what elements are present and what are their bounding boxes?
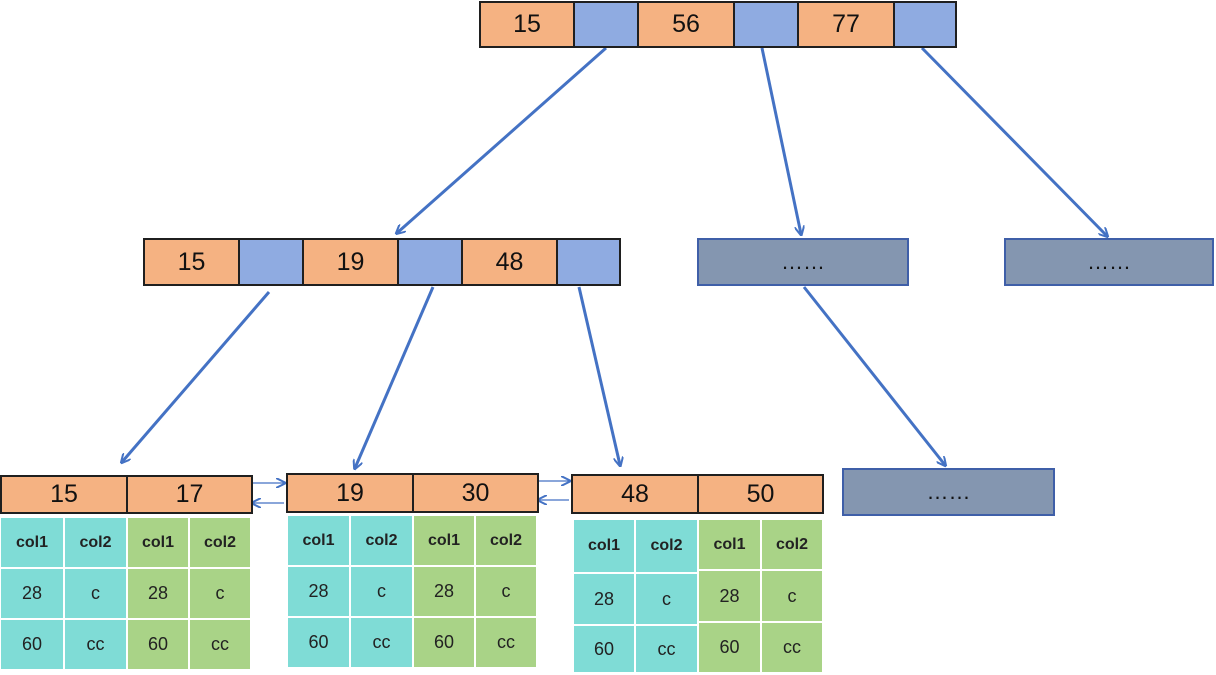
leaf1-row2-col1b: 60 xyxy=(127,619,189,670)
leaf2-key-2: 30 xyxy=(412,473,539,513)
leaf3-row2-col2a: cc xyxy=(635,625,698,673)
root-pointer-3 xyxy=(893,1,957,48)
leaf1-row1-col2b: c xyxy=(189,568,251,619)
leaf1-key-1: 15 xyxy=(0,475,128,514)
leaf2-row2-col2a: cc xyxy=(350,617,413,668)
root-key-3: 77 xyxy=(797,1,895,48)
leaf3-key-2: 50 xyxy=(697,474,824,514)
leaf3-key-1: 48 xyxy=(571,474,699,514)
root-key-1: 15 xyxy=(479,1,575,48)
leaf1-row1-col1b: 28 xyxy=(127,568,189,619)
leaf1-header-col1b: col1 xyxy=(127,517,189,568)
leaf3-row1-col2b: c xyxy=(761,570,823,622)
leaf2-row2-col1b: 60 xyxy=(413,617,475,668)
internal-key-2: 19 xyxy=(302,238,399,286)
leaf3-row2-col2b: cc xyxy=(761,622,823,673)
root-key-2: 56 xyxy=(637,1,735,48)
root-pointer-1 xyxy=(573,1,639,48)
leaf2-row1-col1a: 28 xyxy=(287,566,350,617)
leaf1-header-col1a: col1 xyxy=(0,517,64,568)
leaf1-row2-col1a: 60 xyxy=(0,619,64,670)
leaf3-header-col1b: col1 xyxy=(698,519,761,570)
leaf2-header-col2a: col2 xyxy=(350,515,413,566)
internal-node-right: …… xyxy=(1004,238,1214,286)
leaf2-row2-col1a: 60 xyxy=(287,617,350,668)
leaf1-key-2: 17 xyxy=(126,475,253,514)
leaf3-row2-col1b: 60 xyxy=(698,622,761,673)
leaf2-header-col1b: col1 xyxy=(413,515,475,566)
leaf1-row1-col1a: 28 xyxy=(0,568,64,619)
internal-pointer-1 xyxy=(238,238,304,286)
leaf3-row1-col2a: c xyxy=(635,573,698,625)
internal-key-1: 15 xyxy=(143,238,240,286)
internal-to-leaf1-arrow xyxy=(122,291,271,462)
internal-to-leaf3-arrow xyxy=(577,286,620,465)
internal-to-leaf2-arrow xyxy=(355,286,435,468)
leaf3-header-col2b: col2 xyxy=(761,519,823,570)
leaf2-row1-col1b: 28 xyxy=(413,566,475,617)
leaf3-row2-col1a: 60 xyxy=(573,625,635,673)
root-to-internal-left-arrow xyxy=(397,46,607,233)
root-to-internal-right-arrow xyxy=(920,46,1107,236)
internal-node-middle: …… xyxy=(697,238,909,286)
leaf2-row1-col2a: c xyxy=(350,566,413,617)
leaf2-row1-col2b: c xyxy=(475,566,537,617)
leaf1-row2-col2b: cc xyxy=(189,619,251,670)
leaf3-row1-col1b: 28 xyxy=(698,570,761,622)
internal-key-3: 48 xyxy=(461,238,558,286)
leaf2-header-col2b: col2 xyxy=(475,515,537,566)
leaf1-header-col2b: col2 xyxy=(189,517,251,568)
root-to-internal-middle-arrow xyxy=(760,47,801,234)
internal-pointer-3 xyxy=(556,238,621,286)
leaf2-key-1: 19 xyxy=(286,473,414,513)
root-pointer-2 xyxy=(733,1,799,48)
leaf3-header-col2a: col2 xyxy=(635,519,698,573)
leaf1-row1-col2a: c xyxy=(64,568,127,619)
leaf2-header-col1a: col1 xyxy=(287,515,350,566)
ellipsis-to-leaf-ellipsis-arrow xyxy=(802,286,945,465)
leaf1-header-col2a: col2 xyxy=(64,517,127,568)
leaf1-row2-col2a: cc xyxy=(64,619,127,670)
internal-pointer-2 xyxy=(397,238,463,286)
leaf3-header-col1a: col1 xyxy=(573,519,635,573)
leaf2-row2-col2b: cc xyxy=(475,617,537,668)
leaf-node-ellipsis: …… xyxy=(842,468,1055,516)
leaf3-row1-col1a: 28 xyxy=(573,573,635,625)
